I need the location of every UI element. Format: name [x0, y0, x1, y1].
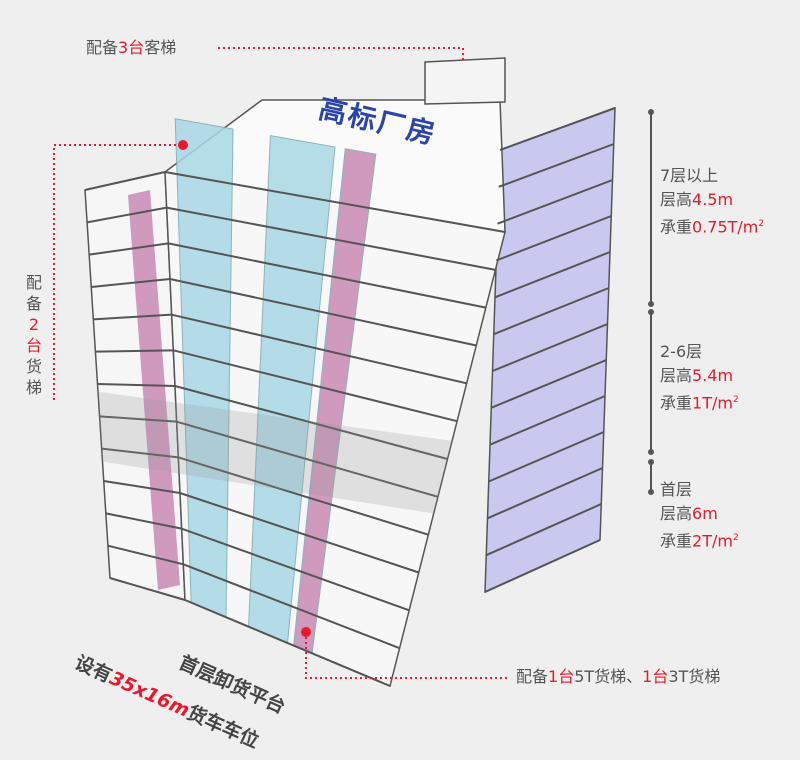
floor-slab-left — [84, 171, 166, 191]
floor-slab-left — [101, 447, 179, 459]
floor-slab-left — [99, 415, 177, 423]
elevator-machine-room — [424, 57, 506, 105]
floor-slab-right — [492, 323, 608, 372]
floor-slab-right — [489, 395, 606, 446]
floor-slab-right — [493, 287, 610, 336]
floor-slab-front — [176, 420, 439, 498]
dotted-leader-freight-left — [53, 144, 183, 400]
floor-slab-front — [181, 527, 410, 612]
bracket-mid-floors — [648, 309, 654, 455]
floor-slab-right — [485, 503, 602, 557]
highlight-band — [98, 391, 453, 514]
floor-slab-left — [109, 577, 186, 601]
floor-slab-front — [174, 385, 448, 460]
right-wing-face — [484, 106, 616, 594]
marker-dot-bottom — [301, 627, 311, 637]
floor-slab-front — [164, 171, 506, 233]
spec-mid-floors: 2-6层 层高5.4m 承重1T/m2 — [660, 342, 739, 413]
freight-elevator-bottom-label: 配备1台5T货梯、1台3T货梯 — [516, 667, 721, 686]
bracket-ground-floor — [648, 459, 654, 495]
floor-slab-front — [184, 599, 391, 687]
passenger-elevator-label: 配备3台客梯 — [86, 38, 177, 57]
floor-slab-right — [498, 143, 615, 188]
floor-slab-front — [168, 242, 487, 309]
floor-slab-right — [495, 215, 612, 262]
floor-slab-left — [95, 349, 174, 353]
floor-slab-left — [91, 278, 171, 288]
marker-dot-left — [178, 140, 188, 150]
floor-slab-left — [89, 242, 169, 256]
dotted-leader-passenger — [218, 47, 464, 60]
floor-slab-front — [173, 349, 458, 423]
floor-slab-left — [93, 313, 172, 321]
bracket-upper-floors — [648, 109, 654, 307]
floor-slab-left — [105, 512, 182, 530]
floor-slab-right — [487, 467, 603, 520]
floor-slab-front — [178, 456, 429, 536]
floor-slab-left — [97, 383, 176, 387]
floor-slab-right — [497, 179, 613, 225]
floor-slab-left — [107, 544, 184, 566]
floor-slab-front — [179, 492, 420, 574]
spec-upper-floors: 7层以上 层高4.5m 承重0.75T/m2 — [660, 166, 765, 237]
floor-slab-right — [484, 539, 601, 593]
spec-ground-floor: 首层 层高6m 承重2T/m2 — [660, 480, 739, 551]
dotted-leader-freight-bottom — [305, 632, 510, 679]
floor-slab-right — [499, 107, 616, 151]
floor-slab-front — [166, 206, 496, 271]
floor-slab-front — [171, 313, 467, 385]
floor-slab-left — [103, 480, 181, 494]
floor-slab-right — [490, 359, 607, 409]
floor-slab-front — [182, 563, 400, 650]
floor-slab-front — [169, 278, 477, 347]
floor-slab-right — [488, 431, 605, 483]
floor-slab-left — [86, 206, 167, 224]
floor-slab-right — [494, 251, 611, 299]
